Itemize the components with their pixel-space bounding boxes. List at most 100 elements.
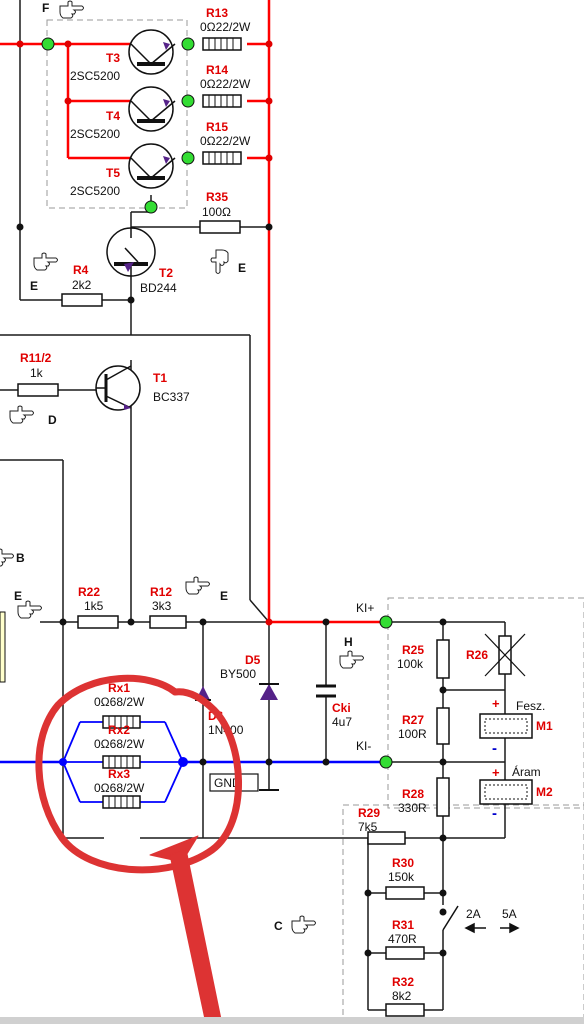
resistor-r15-body (202, 151, 242, 165)
r4-value: 2k2 (72, 278, 92, 292)
rx2-value: 0Ω68/2W (94, 737, 145, 751)
t2-ref: T2 (159, 266, 173, 280)
r32-value: 8k2 (392, 989, 412, 1003)
r4-ref: R4 (73, 263, 89, 277)
resistor-r112-body (17, 383, 59, 397)
r27-value: 100R (398, 727, 427, 741)
r25-ref: R25 (402, 643, 424, 657)
d5-part: BY500 (220, 667, 256, 681)
resistor-r32-body (385, 1003, 425, 1017)
resistor-r12-body (149, 615, 187, 629)
transistor-t5 (128, 143, 176, 189)
r29-value: 7k5 (358, 820, 378, 834)
t4-part: 2SC5200 (70, 127, 120, 141)
label-b: B (16, 551, 25, 565)
r29-ref: R29 (358, 806, 380, 820)
ki-plus-label: KI+ (356, 601, 374, 615)
m2-plus: + (492, 765, 500, 780)
transistor-t2 (106, 227, 156, 280)
r31-value: 470R (388, 932, 417, 946)
t3-ref: T3 (106, 51, 120, 65)
label-e-r22: E (14, 589, 22, 603)
resistor-r27-body (436, 707, 450, 745)
m2-ref: M2 (536, 785, 553, 799)
rx3-ref: Rx3 (108, 767, 130, 781)
rx1-value: 0Ω68/2W (94, 695, 145, 709)
resistor-bodies (17, 37, 512, 1017)
resistor-r31-body (385, 946, 425, 960)
hand-d-icon (9, 405, 34, 424)
diode-d5 (259, 683, 279, 791)
resistor-r28-body (436, 777, 450, 817)
bottom-edge (0, 1017, 584, 1024)
r22-ref: R22 (78, 585, 100, 599)
transistor-t1 (95, 365, 141, 411)
r14-ref: R14 (206, 63, 228, 77)
r25-value: 100k (397, 657, 424, 671)
hand-c-icon (291, 915, 316, 934)
r15-value: 0Ω22/2W (200, 134, 251, 148)
r13-value: 0Ω22/2W (200, 20, 251, 34)
r26-crossed-out (484, 633, 526, 677)
hand-f-icon (59, 0, 84, 19)
resistor-r35-body (199, 220, 241, 234)
hand-r4-icon (33, 252, 58, 271)
r28-value: 330R (398, 801, 427, 815)
t5-ref: T5 (106, 166, 120, 180)
cki-value: 4u7 (332, 715, 352, 729)
blue-nodes (59, 757, 188, 767)
rx3-value: 0Ω68/2W (94, 781, 145, 795)
hand-e-r22-icon (17, 600, 42, 619)
m1-ref: M1 (536, 719, 553, 733)
r14-value: 0Ω22/2W (200, 77, 251, 91)
r31-ref: R31 (392, 918, 414, 932)
cki-ref: Cki (332, 701, 351, 715)
label-d: D (48, 413, 57, 427)
transistor-t4 (128, 86, 176, 132)
r27-ref: R27 (402, 713, 424, 727)
t1-ref: T1 (153, 371, 167, 385)
positive-rail (0, 0, 386, 624)
r28-ref: R28 (402, 787, 424, 801)
resistor-r30-body (385, 886, 425, 900)
side-panel (0, 611, 6, 683)
hand-e-r12-icon (185, 576, 210, 595)
switch-5a-label: 5A (502, 907, 517, 921)
range-section-box (342, 804, 584, 1024)
annotation-circle (35, 674, 242, 874)
label-f: F (42, 1, 49, 15)
m1-minus: - (492, 740, 497, 757)
t3-part: 2SC5200 (70, 69, 120, 83)
range-switch (442, 905, 520, 934)
m1-plus: + (492, 696, 500, 711)
label-h: H (344, 635, 353, 649)
r35-value: 100Ω (202, 205, 231, 219)
r30-value: 150k (388, 870, 415, 884)
resistor-r4-body (61, 293, 103, 307)
resistor-r13-body (202, 37, 242, 51)
r32-ref: R32 (392, 975, 414, 989)
annotation-arrow (149, 835, 223, 1024)
label-e-r35: E (238, 261, 246, 275)
rx2-ref: Rx2 (108, 723, 130, 737)
transistor-arrows (124, 42, 170, 410)
m2-minus: - (492, 805, 497, 822)
red-nodes (16, 40, 273, 626)
resistor-r29-body (367, 831, 406, 845)
black-nodes (16, 223, 447, 957)
r13-ref: R13 (206, 6, 228, 20)
t5-part: 2SC5200 (70, 184, 120, 198)
meter-m1-display (479, 713, 533, 739)
gnd-label: GND (214, 776, 241, 790)
capacitor-cki (316, 684, 336, 698)
t4-ref: T4 (106, 109, 120, 123)
switch-2a-label: 2A (466, 907, 481, 921)
m1-name: Fesz. (516, 699, 545, 713)
t2-part: BD244 (140, 281, 177, 295)
r26-ref: R26 (466, 648, 488, 662)
resistor-r25-body (436, 639, 450, 679)
meter-section-box (387, 597, 584, 809)
meter-m2-display (479, 779, 533, 805)
label-c: C (274, 919, 283, 933)
